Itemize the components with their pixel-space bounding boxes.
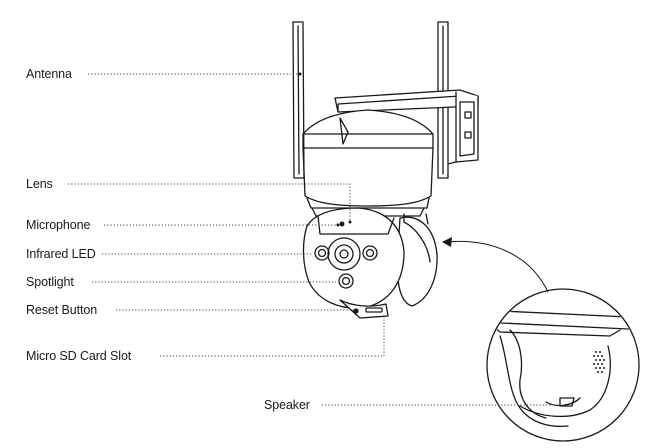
- lower-ball-head: [302, 207, 438, 319]
- wall-mount-bracket: [334, 89, 479, 165]
- label-lens: Lens: [26, 177, 53, 191]
- label-reset-button: Reset Button: [26, 303, 98, 317]
- label-antenna: Antenna: [26, 67, 72, 81]
- leader-lines: [68, 73, 560, 406]
- label-infrared-led: Infrared LED: [26, 247, 96, 261]
- left-antenna: [292, 21, 305, 179]
- label-speaker: Speaker: [264, 398, 310, 412]
- label-sd-card-slot: Micro SD Card Slot: [26, 349, 132, 363]
- speaker-detail-inset: [486, 288, 640, 442]
- label-spotlight: Spotlight: [26, 275, 74, 289]
- leader-endpoints: [298, 72, 352, 227]
- upper-housing: [302, 109, 434, 217]
- speaker-grille: [593, 351, 605, 373]
- label-microphone: Microphone: [26, 218, 91, 232]
